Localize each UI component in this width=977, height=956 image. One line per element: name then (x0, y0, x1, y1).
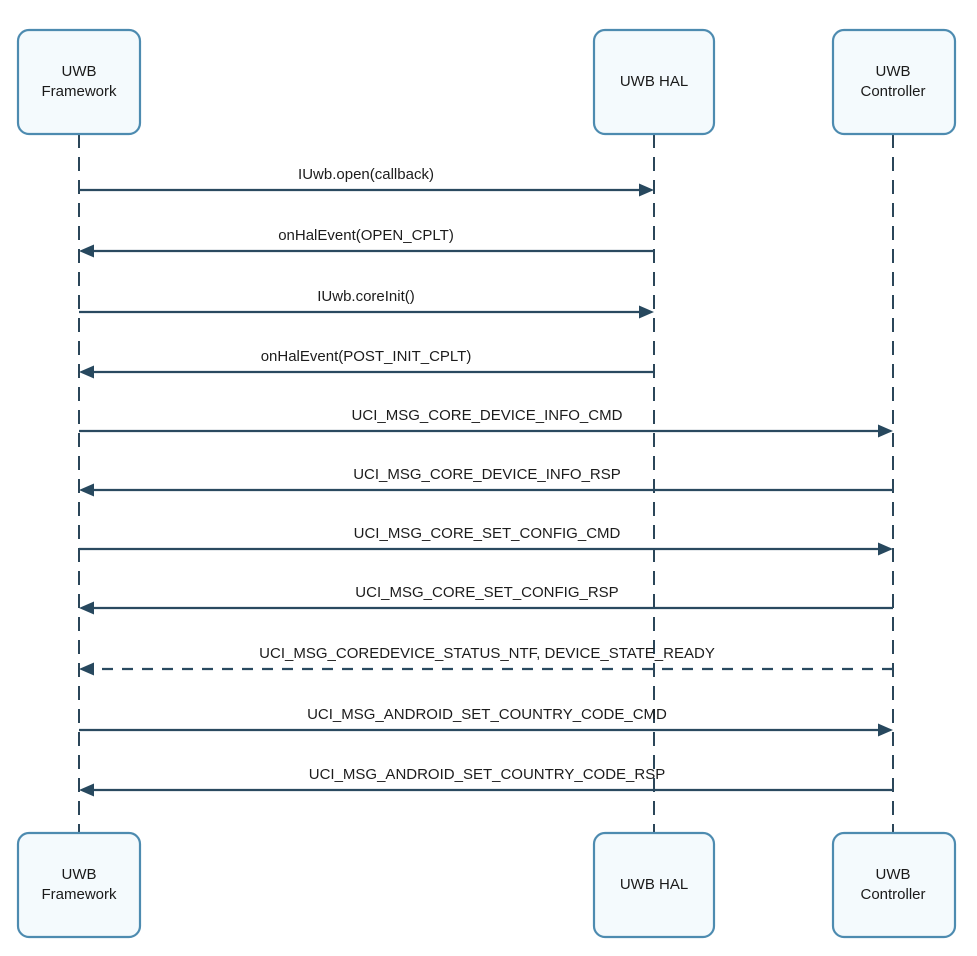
lifelines-layer (78, 134, 894, 833)
message-arrow[interactable]: UCI_MSG_CORE_SET_CONFIG_CMD (79, 525, 893, 556)
actor-label-hal: UWB HAL (620, 73, 688, 90)
message-arrowhead (878, 723, 893, 737)
message-label: onHalEvent(OPEN_CPLT) (278, 227, 454, 244)
message-label: UCI_MSG_COREDEVICE_STATUS_NTF, DEVICE_ST… (259, 645, 715, 662)
actor-hal-bottom[interactable]: UWB HAL (592, 831, 716, 939)
message-arrow[interactable]: IUwb.coreInit() (79, 288, 654, 319)
actor-label-hal: UWB HAL (620, 876, 688, 893)
message-arrowhead (639, 305, 654, 319)
actor-label-controller: UWB (876, 63, 911, 80)
actor-controller-bottom[interactable]: UWB Controller (831, 831, 957, 939)
message-arrowhead (878, 542, 893, 556)
message-label: IUwb.open(callback) (298, 166, 434, 183)
message-arrow[interactable]: UCI_MSG_CORE_DEVICE_INFO_RSP (79, 466, 893, 497)
actor-label-framework: Framework (41, 83, 117, 100)
message-arrowhead (878, 424, 893, 438)
message-arrowhead (79, 601, 94, 615)
actor-box-controller[interactable] (831, 831, 957, 939)
message-arrowhead (639, 183, 654, 197)
message-arrow[interactable]: UCI_MSG_CORE_SET_CONFIG_RSP (79, 584, 893, 615)
message-arrowhead (79, 365, 94, 379)
message-label: IUwb.coreInit() (317, 288, 415, 305)
actor-hal-top[interactable]: UWB HAL (592, 28, 716, 136)
message-label: UCI_MSG_CORE_DEVICE_INFO_CMD (352, 407, 623, 424)
message-arrowhead (79, 244, 94, 258)
message-arrow[interactable]: UCI_MSG_ANDROID_SET_COUNTRY_CODE_CMD (79, 706, 893, 737)
message-arrow[interactable]: onHalEvent(OPEN_CPLT) (79, 227, 654, 258)
messages-layer: IUwb.open(callback) onHalEvent(OPEN_CPLT)… (79, 166, 893, 797)
actor-box-framework[interactable] (16, 28, 142, 136)
actor-label-controller: UWB (876, 866, 911, 883)
actor-box-controller[interactable] (831, 28, 957, 136)
message-label: onHalEvent(POST_INIT_CPLT) (261, 348, 472, 365)
actor-framework-top[interactable]: UWB Framework (16, 28, 142, 136)
message-label: UCI_MSG_CORE_SET_CONFIG_CMD (354, 525, 621, 542)
message-arrowhead (79, 783, 94, 797)
actor-box-hal[interactable] (592, 831, 716, 939)
message-arrowhead (79, 483, 94, 497)
actor-controller-top[interactable]: UWB Controller (831, 28, 957, 136)
actor-label-controller: Controller (860, 886, 925, 903)
message-label: UCI_MSG_CORE_SET_CONFIG_RSP (355, 584, 618, 601)
actor-label-framework: UWB (62, 866, 97, 883)
message-arrow[interactable]: IUwb.open(callback) (79, 166, 654, 197)
message-label: UCI_MSG_ANDROID_SET_COUNTRY_CODE_CMD (307, 706, 667, 723)
message-arrow[interactable]: UCI_MSG_COREDEVICE_STATUS_NTF, DEVICE_ST… (79, 645, 893, 676)
message-arrow[interactable]: UCI_MSG_CORE_DEVICE_INFO_CMD (79, 407, 893, 438)
actor-label-framework: Framework (41, 886, 117, 903)
actor-framework-bottom[interactable]: UWB Framework (16, 831, 142, 939)
message-arrowhead (79, 662, 94, 676)
message-label: UCI_MSG_ANDROID_SET_COUNTRY_CODE_RSP (309, 766, 665, 783)
actor-box-framework[interactable] (16, 831, 142, 939)
actor-label-controller: Controller (860, 83, 925, 100)
actor-box-hal[interactable] (592, 28, 716, 136)
actor-label-framework: UWB (62, 63, 97, 80)
message-arrow[interactable]: onHalEvent(POST_INIT_CPLT) (79, 348, 654, 379)
message-arrow[interactable]: UCI_MSG_ANDROID_SET_COUNTRY_CODE_RSP (79, 766, 893, 797)
message-label: UCI_MSG_CORE_DEVICE_INFO_RSP (353, 466, 621, 483)
